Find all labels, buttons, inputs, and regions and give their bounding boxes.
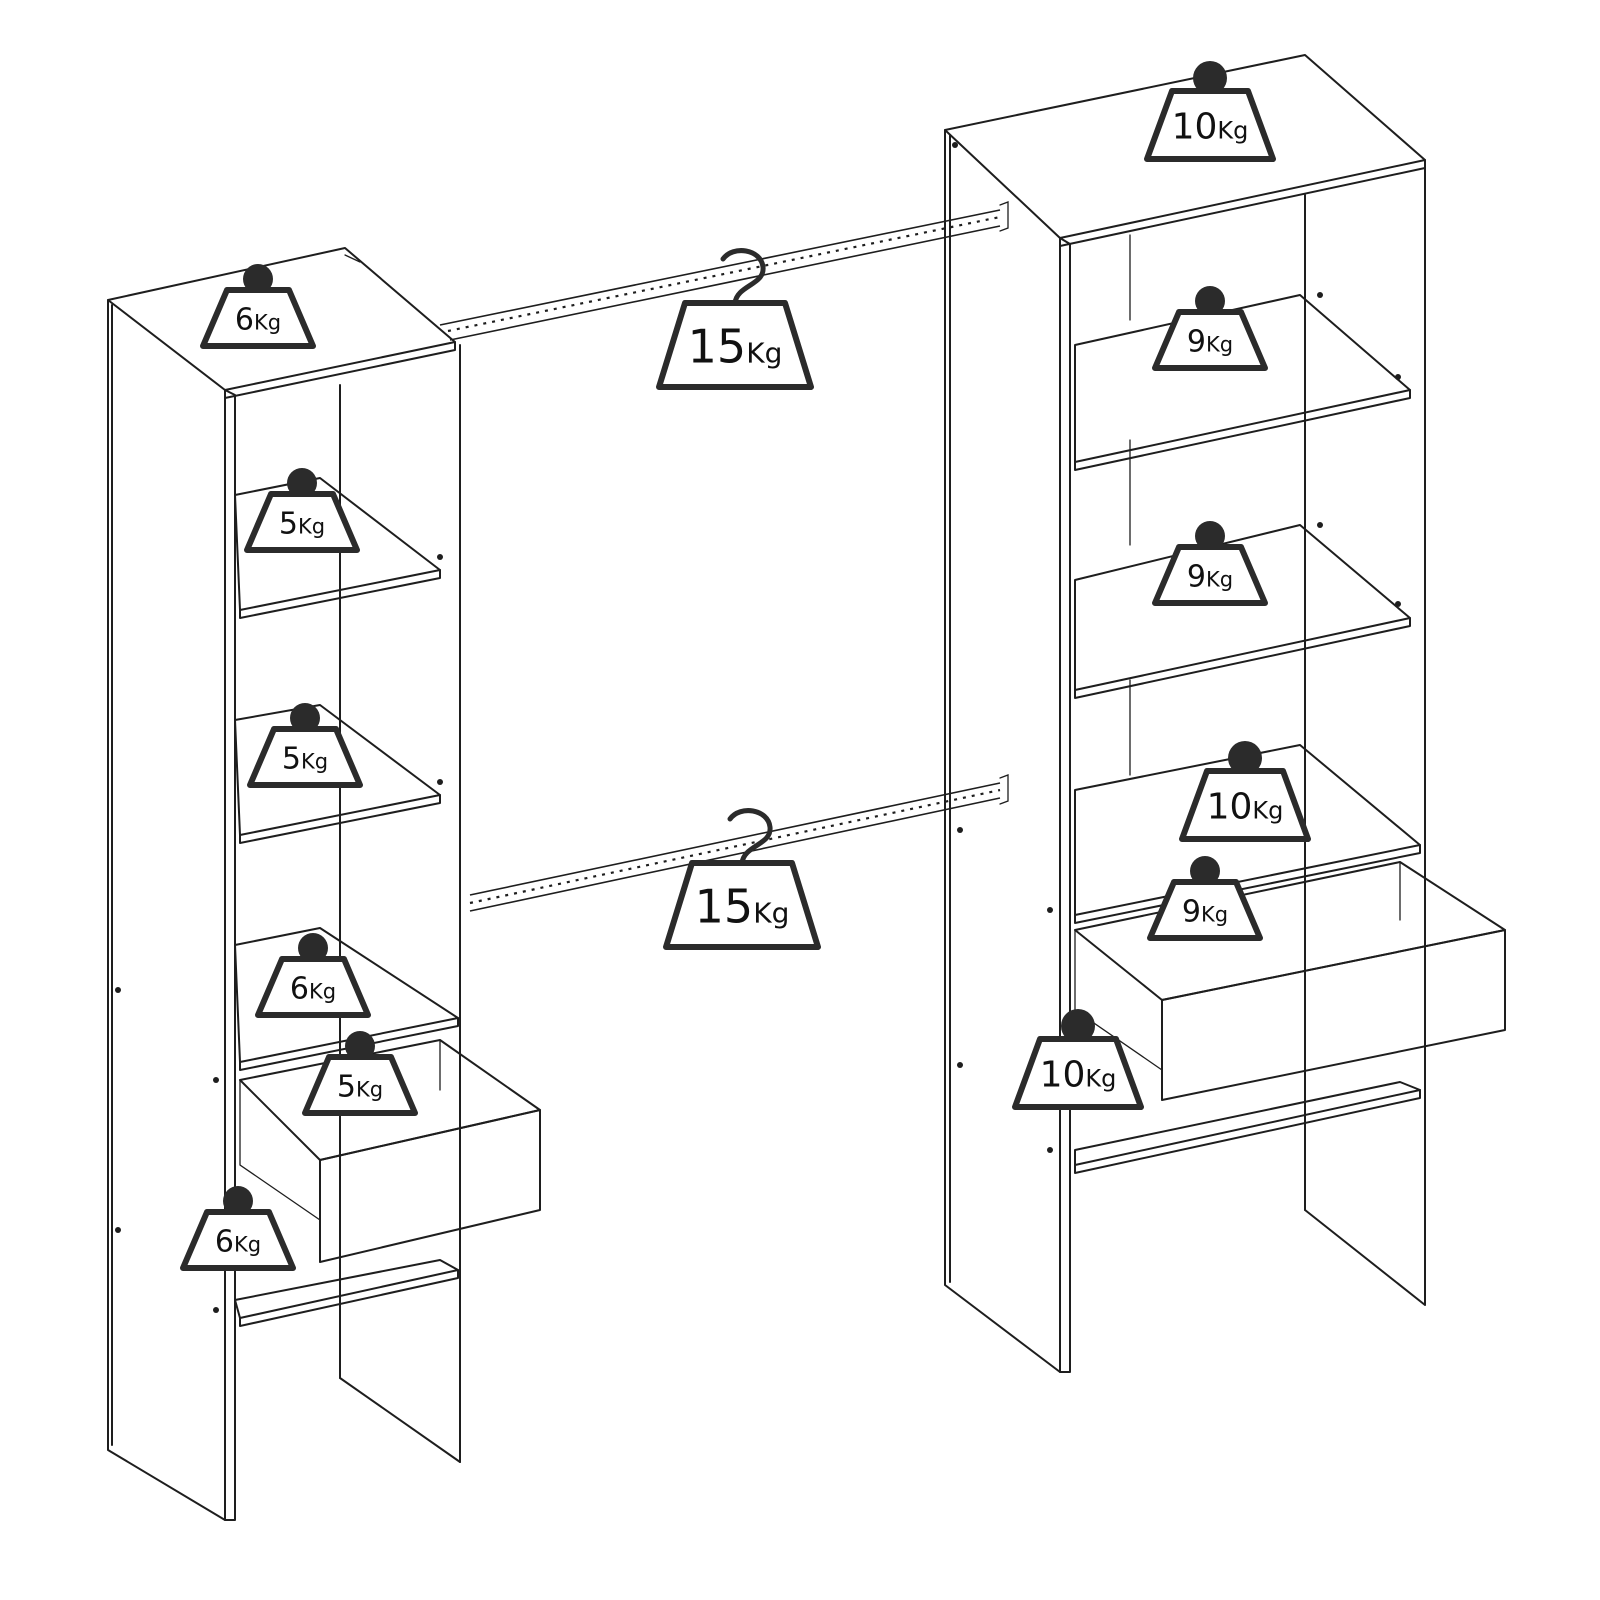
weight-icon [302, 1054, 418, 1116]
weight-knob-icon [1061, 1009, 1095, 1043]
weight-rail-lower: 15Kg [663, 808, 821, 950]
weight-value: 9 [1182, 894, 1201, 929]
weight-knob-icon [290, 703, 320, 733]
weight-label: 6Kg [235, 302, 281, 337]
weight-unit: Kg [1206, 332, 1233, 356]
weight-label: 10Kg [1172, 107, 1249, 148]
weight-rail-upper: 15Kg [656, 248, 814, 390]
weight-value: 15 [695, 879, 754, 933]
weight-icon [255, 956, 371, 1018]
weight-right-shelf-3: 10Kg [1179, 741, 1311, 842]
weight-value: 6 [235, 302, 254, 337]
weight-value: 6 [290, 971, 309, 1006]
right-drawer [1074, 861, 1506, 1101]
weight-knob-icon [345, 1031, 375, 1061]
weight-knob-icon [1228, 741, 1262, 775]
weight-label: 6Kg [215, 1224, 261, 1259]
weight-right-shelf-1: 9Kg [1152, 286, 1268, 371]
weight-left-drawer: 5Kg [302, 1031, 418, 1116]
weight-value: 9 [1187, 559, 1206, 594]
weight-knob-icon [1195, 286, 1225, 316]
weight-icon [180, 1209, 296, 1271]
weight-icon [1152, 309, 1268, 371]
weight-unit: Kg [1085, 1065, 1116, 1093]
weight-left-shelf-2: 5Kg [247, 703, 363, 788]
weight-icon [247, 726, 363, 788]
weight-unit: Kg [1217, 117, 1248, 145]
weight-icon [1144, 88, 1276, 162]
weight-value: 10 [1207, 787, 1253, 828]
right-tower [944, 54, 1506, 1373]
upper-hanging-rail [439, 201, 1009, 341]
weight-value: 5 [337, 1069, 356, 1104]
weight-label: 9Kg [1187, 324, 1233, 359]
weight-left-shelf-1: 5Kg [244, 468, 360, 553]
weight-right-drawer: 9Kg [1147, 856, 1263, 941]
weight-knob-icon [223, 1186, 253, 1216]
weight-label: 10Kg [1040, 1055, 1117, 1096]
weight-right-bottom: 10Kg [1012, 1009, 1144, 1110]
weight-label: 5Kg [282, 741, 328, 776]
weight-knob-icon [243, 264, 273, 294]
weight-label: 6Kg [290, 971, 336, 1006]
hanger-hook-icon [727, 808, 773, 866]
weight-label: 15Kg [688, 319, 783, 373]
weight-label: 10Kg [1207, 787, 1284, 828]
weight-knob-icon [1195, 521, 1225, 551]
weight-unit: Kg [298, 514, 325, 538]
weight-icon [663, 860, 821, 950]
weight-unit: Kg [1252, 797, 1283, 825]
weight-unit: Kg [301, 749, 328, 773]
weight-icon [200, 287, 316, 349]
weight-unit: Kg [309, 979, 336, 1003]
weight-unit: Kg [753, 896, 789, 929]
weight-value: 6 [215, 1224, 234, 1259]
weight-label: 9Kg [1182, 894, 1228, 929]
weight-right-shelf-2: 9Kg [1152, 521, 1268, 606]
weight-unit: Kg [356, 1077, 383, 1101]
weight-value: 5 [279, 506, 298, 541]
weight-value: 5 [282, 741, 301, 776]
weight-unit: Kg [1206, 567, 1233, 591]
weight-left-top: 6Kg [200, 264, 316, 349]
weight-unit: Kg [746, 336, 782, 369]
weight-knob-icon [1193, 61, 1227, 95]
weight-knob-icon [298, 933, 328, 963]
left-tower-side-panel [107, 299, 226, 1521]
weight-label: 9Kg [1187, 559, 1233, 594]
weight-icon [244, 491, 360, 553]
weight-left-shelf-3: 6Kg [255, 933, 371, 1018]
weight-value: 10 [1040, 1055, 1086, 1096]
right-tower-outer-panel [1304, 167, 1426, 1306]
weight-knob-icon [287, 468, 317, 498]
weight-icon [1147, 879, 1263, 941]
lower-hanging-rail [469, 774, 1009, 912]
weight-right-top: 10Kg [1144, 61, 1276, 162]
weight-icon [1179, 768, 1311, 842]
hanger-hook-icon [720, 248, 766, 306]
weight-label: 5Kg [279, 506, 325, 541]
right-tower-inner-panel [944, 129, 1061, 1373]
left-tower [107, 247, 541, 1521]
load-weights: 6Kg5Kg5Kg6Kg5Kg6Kg15Kg15Kg10Kg9Kg9Kg10Kg… [180, 61, 1311, 1271]
weight-left-bottom: 6Kg [180, 1186, 296, 1271]
left-drawer [239, 1039, 541, 1263]
weight-value: 9 [1187, 324, 1206, 359]
left-tower-back-panel [339, 344, 461, 1463]
weight-knob-icon [1190, 856, 1220, 886]
weight-unit: Kg [1201, 902, 1228, 926]
weight-label: 15Kg [695, 879, 790, 933]
weight-icon [656, 300, 814, 390]
weight-value: 15 [688, 319, 747, 373]
weight-label: 5Kg [337, 1069, 383, 1104]
weight-icon [1152, 544, 1268, 606]
weight-icon [1012, 1036, 1144, 1110]
weight-value: 10 [1172, 107, 1218, 148]
weight-unit: Kg [234, 1232, 261, 1256]
weight-unit: Kg [254, 310, 281, 334]
